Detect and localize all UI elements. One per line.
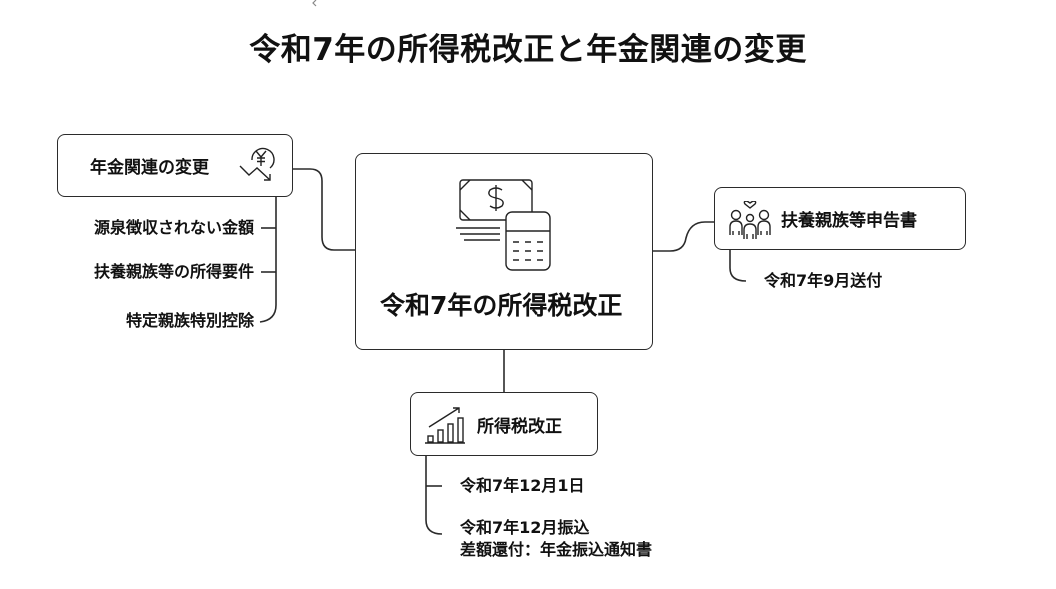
growth-chart-icon: [425, 407, 465, 444]
connector-pension-items: [259, 197, 277, 323]
cursor-icon: [312, 0, 317, 7]
income-tax-item: 令和7年12月1日: [460, 476, 585, 495]
dependents-item: 令和7年9月送付: [764, 271, 883, 290]
node-dependents-label: 扶養親族等申告書: [781, 211, 917, 231]
node-pension-label: 年金関連の変更: [90, 158, 209, 178]
family-icon: [729, 201, 771, 239]
connector-incometax-items: [425, 456, 443, 535]
connector-dependents-item: [729, 250, 747, 282]
node-income-tax-reform[interactable]: 所得税改正: [410, 392, 598, 456]
node-center-income-tax-reform[interactable]: 令和7年の所得税改正: [355, 153, 653, 350]
page-title: 令和7年の所得税改正と年金関連の変更: [249, 32, 807, 68]
node-pension-changes[interactable]: 年金関連の変更: [57, 134, 293, 197]
income-tax-item: 令和7年12月振込: [460, 518, 590, 537]
connector-center-dependents: [652, 221, 715, 252]
income-tax-item: 差額還付：年金振込通知書: [460, 540, 653, 559]
node-center-label: 令和7年の所得税改正: [380, 291, 623, 320]
pension-item: 特定親族特別控除: [125, 311, 254, 330]
pension-item: 源泉徴収されない金額: [93, 218, 254, 237]
node-income-tax-label: 所得税改正: [477, 417, 562, 437]
yen-down-trend-icon: [239, 147, 275, 181]
pension-item: 扶養親族等の所得要件: [93, 262, 254, 281]
node-dependents-declaration[interactable]: 扶養親族等申告書: [714, 187, 966, 250]
money-calculator-icon: [456, 179, 551, 271]
connector-pension-center: [292, 168, 356, 251]
